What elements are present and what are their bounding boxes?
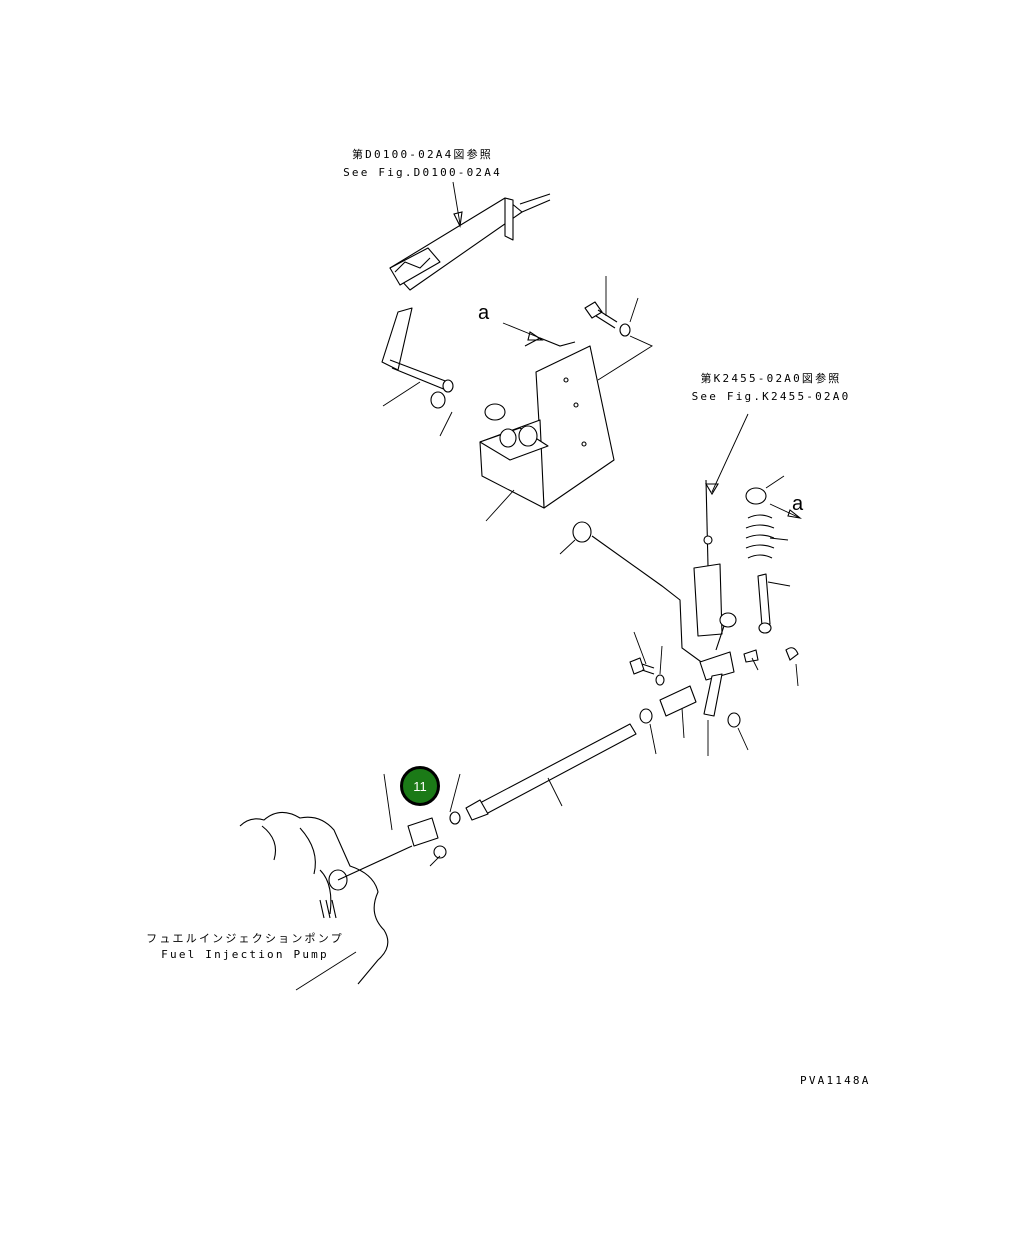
pump-label-japanese: フュエルインジェクションポンプ [146, 932, 344, 945]
part-11-marker[interactable]: 11 [400, 766, 440, 806]
drawing-code: PVA1148A [800, 1074, 871, 1087]
pump-label-english: Fuel Injection Pump [161, 948, 329, 961]
throttle-cable [559, 413, 749, 665]
middle-bolt-cluster [629, 631, 749, 755]
upper-shaft-assembly [389, 181, 551, 291]
top-ref-japanese: 第D0100-02A4図参照 [351, 148, 494, 161]
part-number-label: 11 [413, 778, 427, 794]
lever-clevis [699, 612, 799, 756]
long-connecting-rod [449, 723, 637, 825]
fuel-injection-pump [239, 773, 447, 991]
right-ref-english: See Fig.K2455-02A0 [691, 390, 851, 403]
right-spring-assembly [745, 475, 802, 634]
top-bolt-washer [584, 276, 653, 381]
right-ref-japanese: 第K2455-02A0図参照 [700, 372, 842, 385]
detail-marker-right: a [792, 493, 804, 515]
top-ref-english: See Fig.D0100-02A4 [343, 166, 502, 179]
main-bracket [479, 322, 615, 522]
left-lever-bracket [381, 307, 454, 437]
detail-marker-left: a [478, 302, 490, 324]
